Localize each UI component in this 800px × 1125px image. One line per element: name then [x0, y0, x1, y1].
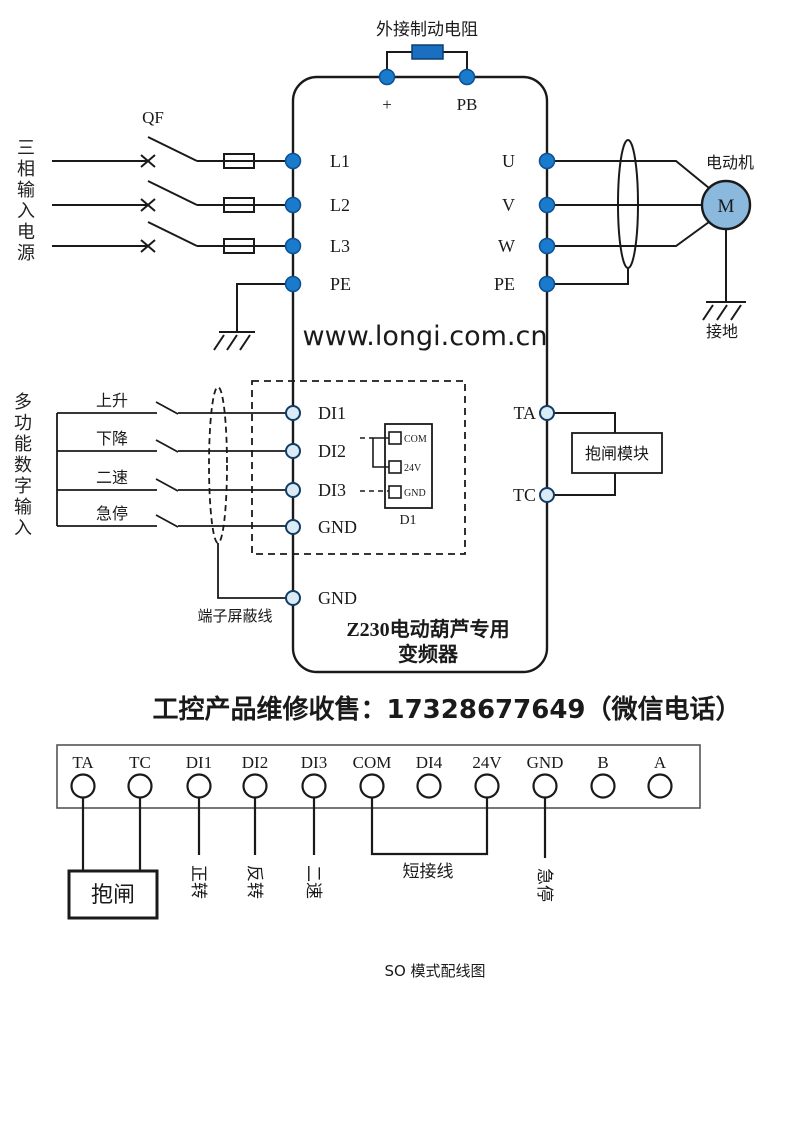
terminal-ta-dot — [539, 405, 555, 421]
jumper-wire-label: 短接线 — [403, 862, 454, 881]
svg-text:DI4: DI4 — [416, 753, 443, 772]
brake-box-label: 抱闸 — [91, 882, 135, 907]
switch-up-label: 上升 — [96, 392, 128, 410]
wire-label-forward: 正转 — [189, 865, 208, 899]
diagram-caption: SO 模式配线图 — [384, 962, 485, 980]
svg-text:COM: COM — [353, 753, 392, 772]
terminal-pb-dot — [458, 68, 476, 86]
terminal-pe-left-label: PE — [330, 274, 351, 294]
svg-text:GND: GND — [527, 753, 564, 772]
terminal-gnd-label: GND — [318, 517, 357, 537]
d1-pin-24v-label: 24V — [404, 463, 422, 474]
inverter-name-line1: Z230电动葫芦专用 — [346, 617, 509, 641]
wire-label-estop: 急停 — [535, 868, 554, 902]
three-phase-source-label: 三相输入电源 — [15, 138, 35, 264]
terminal-v-label: V — [502, 195, 515, 215]
motor-label: 电动机 — [706, 154, 754, 172]
terminal-di1-label: DI1 — [318, 403, 346, 423]
terminal-di3-label: DI3 — [318, 480, 346, 500]
wire-label-reverse: 反转 — [245, 865, 264, 899]
d1-pin-gnd-label: GND — [404, 488, 426, 499]
brake-resistor-label: 外接制动电阻 — [376, 20, 478, 39]
multifunction-input-label: 多功能数字输入 — [12, 392, 32, 539]
inverter-name-line2: 变频器 — [398, 642, 459, 666]
brake-box — [67, 869, 159, 920]
motor-circle — [700, 179, 752, 231]
brake-resistor-symbol — [411, 44, 444, 60]
d1-connector-label: D1 — [399, 513, 416, 528]
inverter-box — [291, 75, 549, 674]
pb-terminal-label: PB — [457, 95, 478, 114]
brake-module-box — [571, 432, 663, 474]
strip-wires — [81, 798, 547, 871]
control-terminals — [285, 405, 301, 606]
d1-pin-com-label: COM — [404, 434, 427, 445]
plus-terminal-label: + — [382, 95, 392, 114]
watermark-url: www.longi.com.cn — [303, 321, 548, 352]
svg-text:TC: TC — [129, 753, 151, 772]
contact-info-line: 工控产品维修收售：17328677649（微信电话） — [153, 694, 742, 725]
terminal-plus-dot — [378, 68, 396, 86]
svg-text:DI3: DI3 — [301, 753, 327, 772]
d1-connector-pins — [360, 431, 402, 499]
terminal-l2-label: L2 — [330, 195, 350, 215]
svg-text:A: A — [654, 753, 667, 772]
switch-down-label: 下降 — [96, 430, 128, 448]
digital-input-switch-lines — [56, 386, 287, 599]
svg-text:TA: TA — [72, 753, 94, 772]
breaker-qf-label: QF — [142, 108, 164, 127]
terminal-u-label: U — [502, 151, 515, 171]
terminal-w-label: W — [498, 236, 515, 256]
terminal-l3-label: L3 — [330, 236, 350, 256]
brake-module-label: 抱闸模块 — [585, 445, 649, 463]
terminal-di2-label: DI2 — [318, 441, 346, 461]
left-power-terminals — [284, 152, 302, 293]
motor-wires — [547, 139, 746, 321]
phase-lines — [52, 136, 293, 351]
terminal-pe-right-label: PE — [494, 274, 515, 294]
ground-label: 接地 — [706, 323, 738, 341]
strip-terminal-labels: TA TC DI1 DI2 DI3 COM DI4 24V GND B A — [72, 753, 667, 772]
wire-label-speed2: 二速 — [304, 865, 323, 899]
svg-text:DI1: DI1 — [186, 753, 212, 772]
control-dashed-box — [251, 380, 466, 555]
switch-estop-label: 急停 — [96, 505, 128, 523]
terminal-tc-dot — [539, 487, 555, 503]
terminal-shield-gnd-label: GND — [318, 588, 357, 608]
terminal-l1-label: L1 — [330, 151, 350, 171]
shield-wire-label: 端子屏蔽线 — [197, 608, 272, 625]
switch-speed2-label: 二速 — [96, 469, 128, 487]
motor-symbol: M — [718, 196, 735, 217]
right-power-terminals — [538, 152, 556, 293]
svg-text:DI2: DI2 — [242, 753, 268, 772]
terminal-tc-label: TC — [513, 485, 536, 505]
strip-terminal-circles — [70, 773, 673, 799]
terminal-ta-label: TA — [513, 403, 536, 423]
svg-text:24V: 24V — [472, 753, 502, 772]
svg-text:B: B — [597, 753, 608, 772]
